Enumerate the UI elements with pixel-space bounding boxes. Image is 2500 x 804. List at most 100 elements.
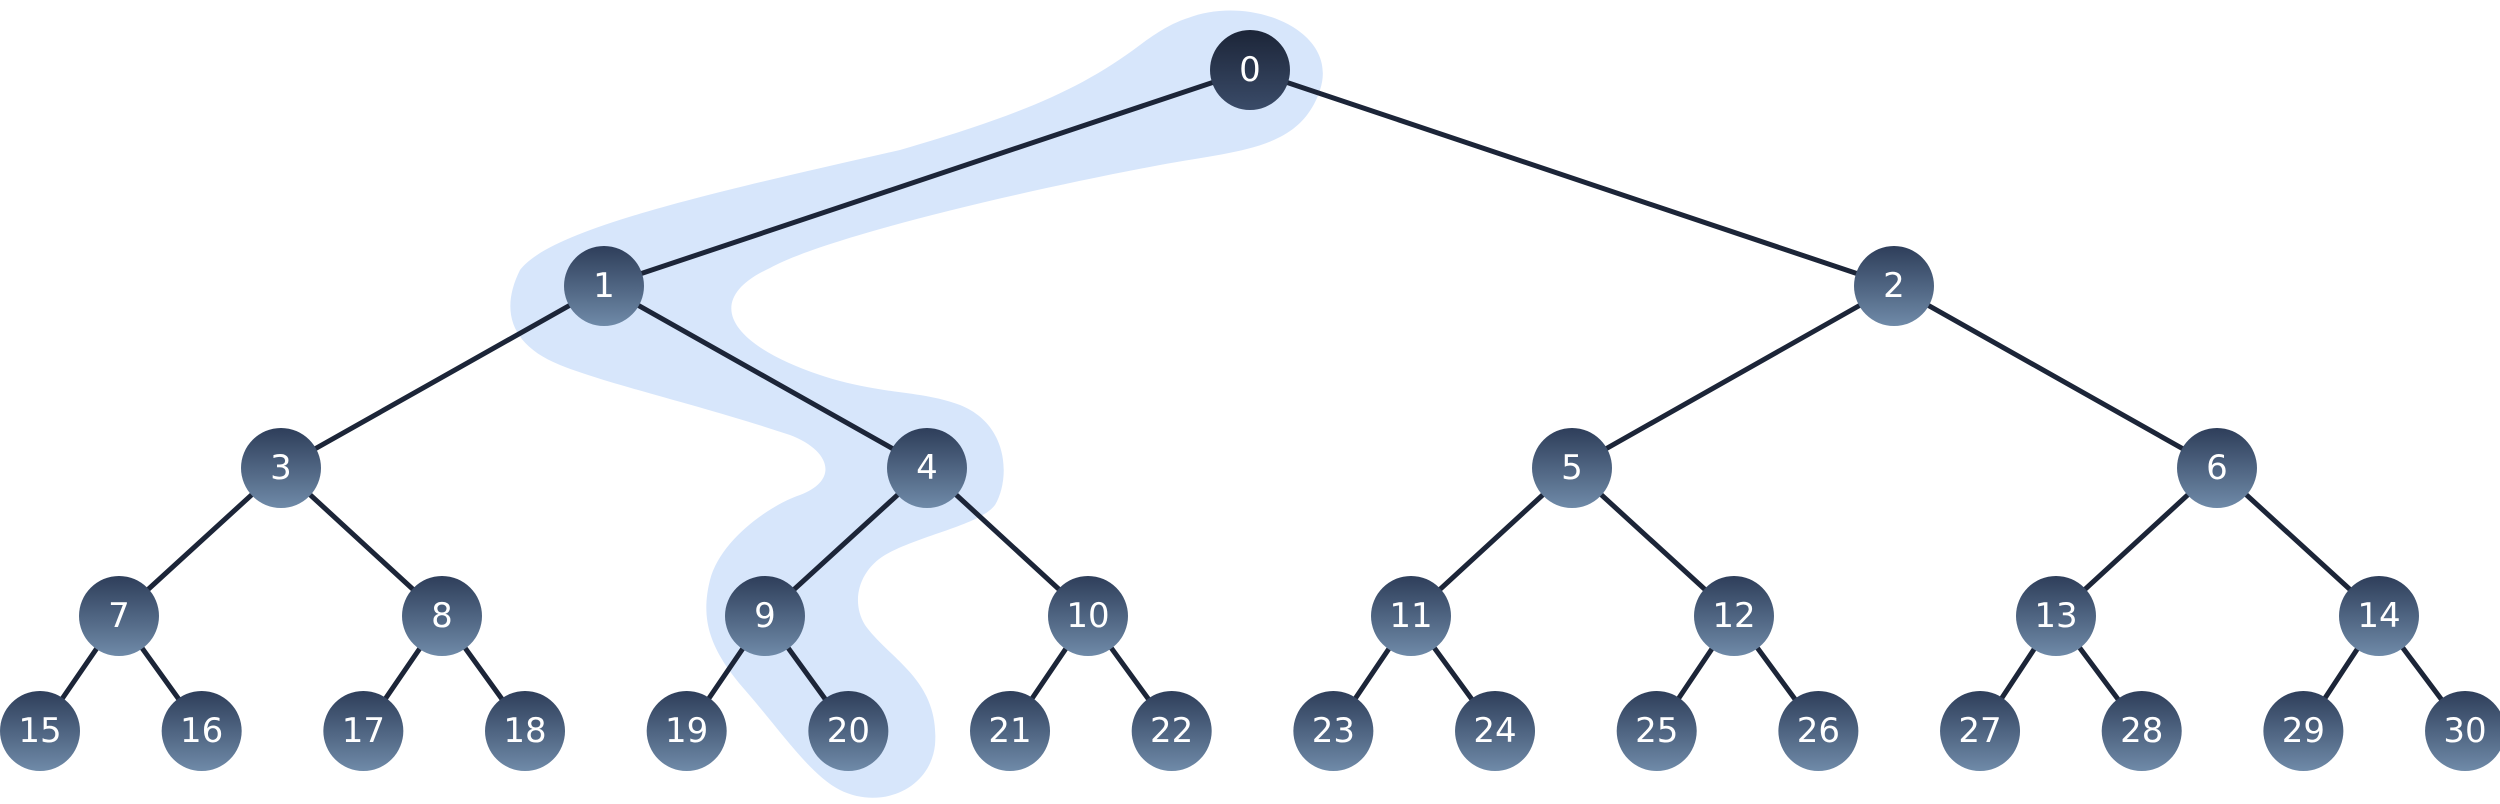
node-label: 22 (1150, 711, 1193, 751)
node-circle (2016, 576, 2096, 656)
node-circle (1371, 576, 1451, 656)
tree-node-15[interactable]: 15 (0, 691, 80, 771)
tree-node-18[interactable]: 18 (485, 691, 566, 771)
node-circle (1778, 691, 1859, 771)
tree-node-27[interactable]: 27 (1940, 691, 2021, 771)
node-circle (1455, 691, 1536, 771)
node-circle (402, 576, 482, 656)
tree-node-26[interactable]: 26 (1778, 691, 1859, 771)
tree-node-6[interactable]: 6 (2177, 428, 2257, 508)
node-circle (79, 576, 159, 656)
tree-node-13[interactable]: 13 (2016, 576, 2096, 656)
node-circle (161, 691, 242, 771)
tree-node-10[interactable]: 10 (1048, 576, 1128, 656)
edge-1-4 (601, 283, 930, 471)
edge-2-6 (1891, 283, 2220, 471)
node-label: 14 (2357, 596, 2400, 636)
node-label: 1 (593, 266, 615, 306)
tree-node-17[interactable]: 17 (323, 691, 404, 771)
node-label: 5 (1561, 448, 1583, 488)
node-label: 9 (754, 596, 776, 636)
node-circle (808, 691, 889, 771)
node-label: 30 (2443, 711, 2486, 751)
node-label: 19 (665, 711, 708, 751)
tree-node-28[interactable]: 28 (2101, 691, 2182, 771)
node-label: 28 (2120, 711, 2163, 751)
node-circle (2425, 691, 2500, 771)
node-label: 12 (1712, 596, 1755, 636)
node-label: 2 (1883, 266, 1905, 306)
node-circle (485, 691, 566, 771)
node-circle (1854, 246, 1934, 326)
node-circle (0, 691, 80, 771)
tree-node-22[interactable]: 22 (1131, 691, 1212, 771)
node-label: 8 (431, 596, 453, 636)
node-label: 18 (503, 711, 546, 751)
node-label: 10 (1066, 596, 1109, 636)
tree-node-25[interactable]: 25 (1616, 691, 1697, 771)
node-circle (887, 428, 967, 508)
node-label: 23 (1312, 711, 1355, 751)
node-circle (1940, 691, 2021, 771)
node-circle (2339, 576, 2419, 656)
node-circle (1048, 576, 1128, 656)
node-circle (2263, 691, 2344, 771)
tree-node-29[interactable]: 29 (2263, 691, 2344, 771)
node-circle (970, 691, 1051, 771)
edge-0-2 (1247, 67, 1897, 289)
node-label: 26 (1797, 711, 1840, 751)
tree-node-12[interactable]: 12 (1694, 576, 1774, 656)
tree-node-24[interactable]: 24 (1455, 691, 1536, 771)
tree-node-4[interactable]: 4 (887, 428, 967, 508)
highlighted-path (510, 10, 1323, 798)
tree-node-2[interactable]: 2 (1854, 246, 1934, 326)
tree-node-8[interactable]: 8 (402, 576, 482, 656)
node-circle (564, 246, 644, 326)
node-circle (2101, 691, 2182, 771)
node-label: 4 (916, 448, 938, 488)
node-label: 16 (180, 711, 223, 751)
node-label: 11 (1389, 596, 1432, 636)
node-circle (1616, 691, 1697, 771)
tree-node-21[interactable]: 21 (970, 691, 1051, 771)
node-circle (241, 428, 321, 508)
node-circle (1694, 576, 1774, 656)
node-label: 20 (827, 711, 870, 751)
node-label: 7 (108, 596, 130, 636)
node-label: 27 (1958, 711, 2001, 751)
node-circle (725, 576, 805, 656)
tree-node-11[interactable]: 11 (1371, 576, 1451, 656)
node-circle (1532, 428, 1612, 508)
tree-node-3[interactable]: 3 (241, 428, 321, 508)
tree-node-23[interactable]: 23 (1293, 691, 1374, 771)
edge-0-1 (601, 67, 1253, 289)
tree-node-16[interactable]: 16 (161, 691, 242, 771)
tree-node-20[interactable]: 20 (808, 691, 889, 771)
edge-2-5 (1569, 283, 1897, 471)
node-circle (1293, 691, 1374, 771)
node-label: 0 (1239, 50, 1261, 90)
tree-node-0[interactable]: 0 (1210, 30, 1290, 110)
node-label: 6 (2206, 448, 2228, 488)
node-label: 29 (2282, 711, 2325, 751)
node-circle (1131, 691, 1212, 771)
node-circle (2177, 428, 2257, 508)
node-label: 25 (1635, 711, 1678, 751)
tree-node-7[interactable]: 7 (79, 576, 159, 656)
node-label: 3 (270, 448, 292, 488)
node-label: 13 (2034, 596, 2077, 636)
tree-node-1[interactable]: 1 (564, 246, 644, 326)
node-label: 21 (988, 711, 1031, 751)
tree-node-14[interactable]: 14 (2339, 576, 2419, 656)
node-circle (323, 691, 404, 771)
node-circle (1210, 30, 1290, 110)
node-label: 17 (342, 711, 385, 751)
tree-edges (37, 67, 2468, 734)
tree-node-5[interactable]: 5 (1532, 428, 1612, 508)
tree-node-9[interactable]: 9 (725, 576, 805, 656)
tree-node-30[interactable]: 30 (2425, 691, 2500, 771)
tree-node-19[interactable]: 19 (646, 691, 727, 771)
node-circle (646, 691, 727, 771)
